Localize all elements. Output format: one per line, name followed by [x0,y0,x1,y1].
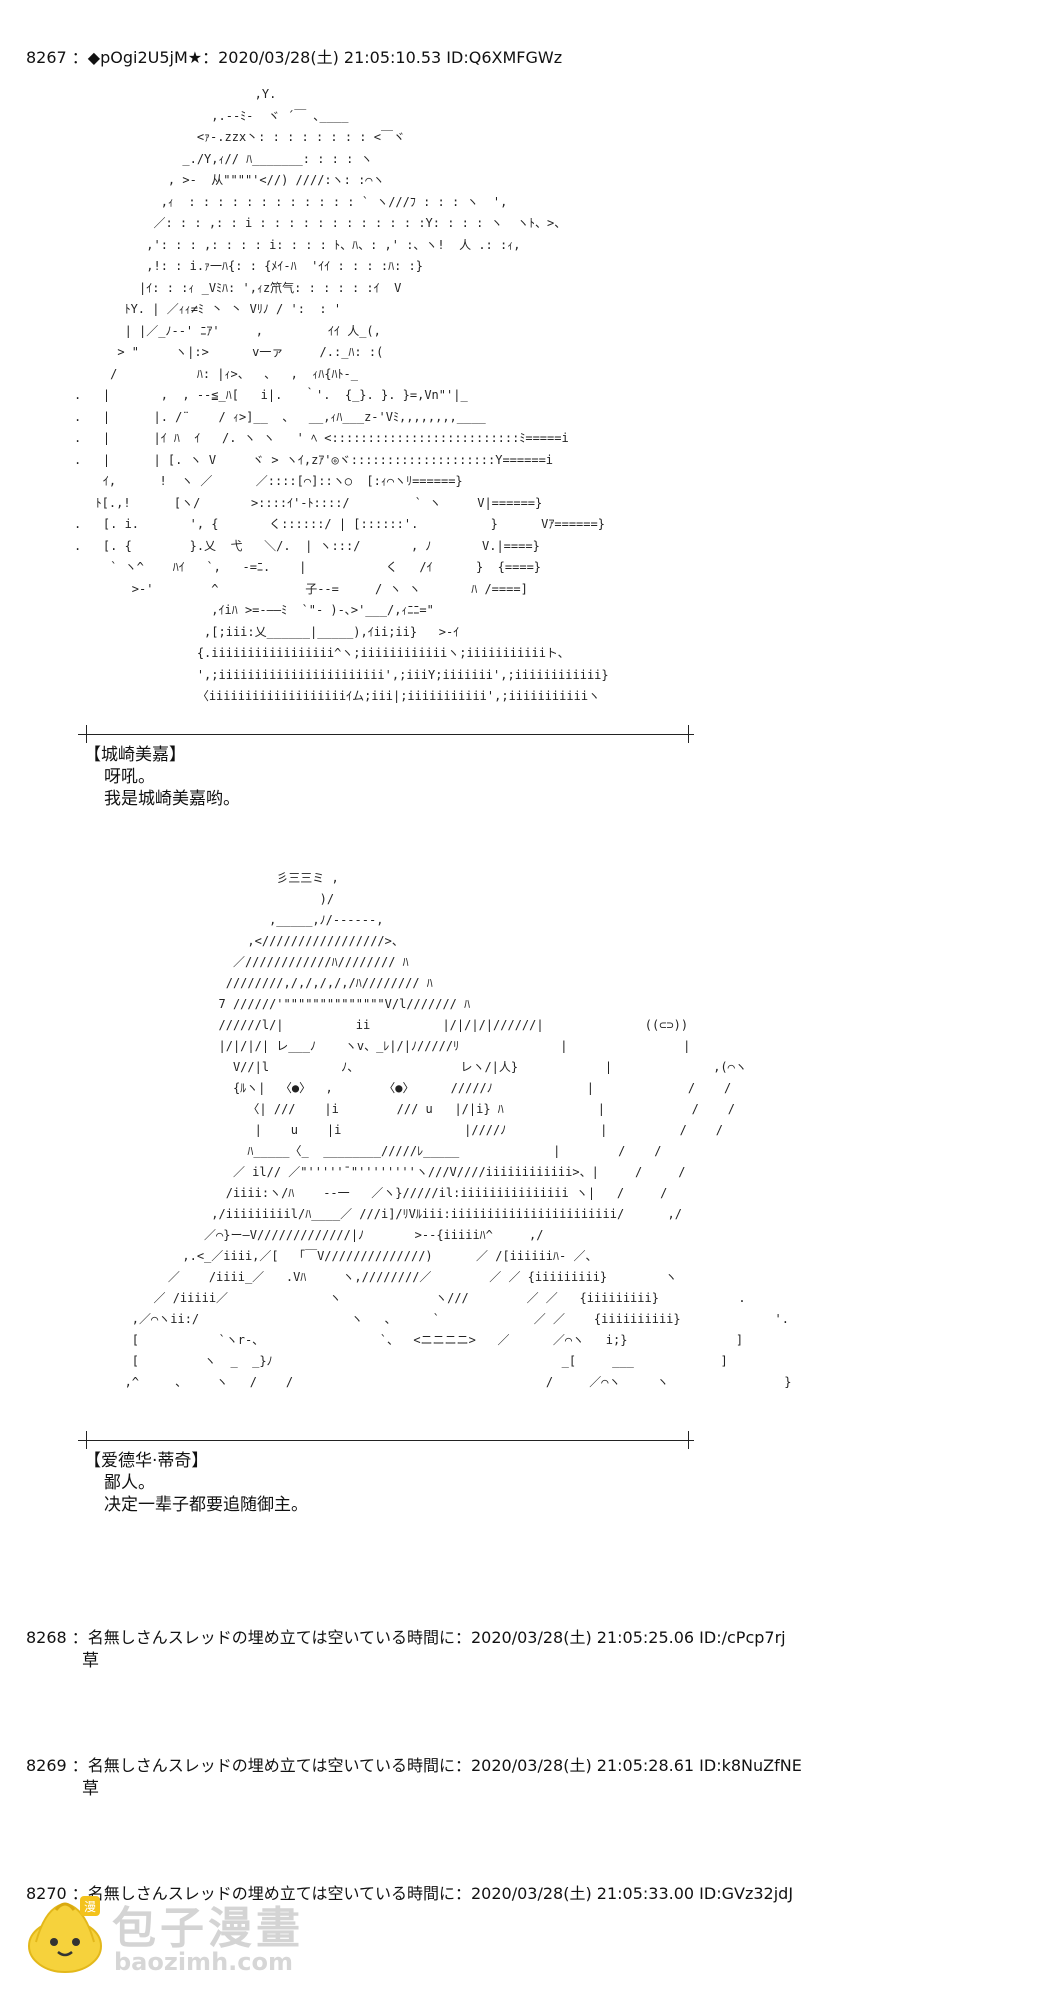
bun-logo-icon: 漫 [28,1896,102,1973]
post-header-8270: 8270 ：名無しさんスレッドの埋め立ては空いている時間に：2020/03/28… [26,1884,794,1903]
post-header-8269: 8269 ：名無しさんスレッドの埋め立ては空いている時間に：2020/03/28… [26,1756,802,1775]
divider-cross-right [688,725,689,743]
post-header-8268: 8268 ：名無しさんスレッドの埋め立ては空いている時間に：2020/03/28… [26,1628,786,1647]
caption-divider [78,734,694,735]
dialogue-line: 呀吼。 [104,767,155,787]
logo-badge-text: 漫 [84,1900,96,1914]
ascii-art-teach: 彡三三ミ , )/ ,_____,ﾉ/‐-----, ,<///////////… [124,871,792,1389]
ascii-art-mika: ,Y. ,.--ﾐ- ヾ ´￣ ､____ <ｧ-.zzx丶: : : : : … [74,87,609,703]
post-body-8269: 草 [82,1779,99,1799]
character-name-teach: 【爱德华·蒂奇】 [84,1451,209,1471]
watermark-title: 包子漫畫 [112,1903,304,1954]
divider-cross-right [688,1431,689,1449]
caption-divider [78,1440,694,1441]
divider-cross-left [86,1431,87,1449]
post-header-8267: 8267 ：◆pOgi2U5jM★：2020/03/28(土) 21:05:10… [26,48,563,67]
dialogue-line: 我是城崎美嘉哟。 [104,789,240,809]
watermark-url: baozimh.com [114,1948,293,1976]
character-name-mika: 【城崎美嘉】 [84,745,186,765]
divider-cross-left [86,725,87,743]
dialogue-line: 鄙人。 [104,1473,155,1493]
site-watermark: 漫 包子漫畫 baozimh.com [26,1892,326,1992]
dialogue-line: 决定一辈子都要追随御主。 [104,1495,308,1515]
post-body-8268: 草 [82,1651,99,1671]
